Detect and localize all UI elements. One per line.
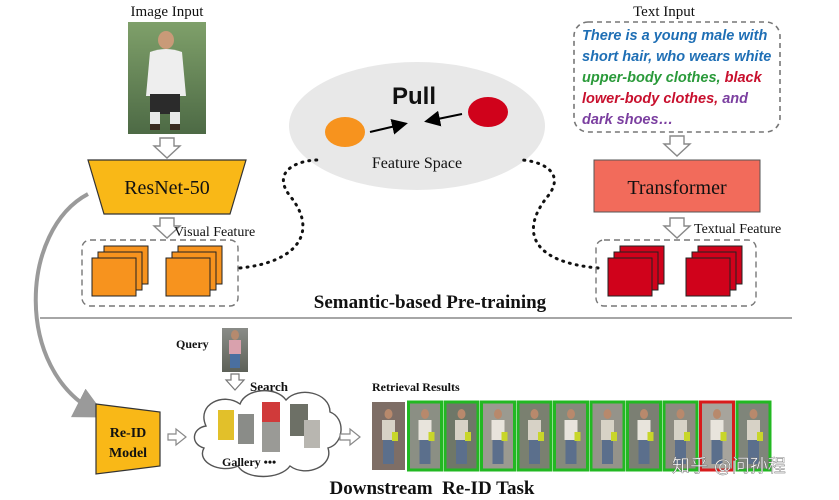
retrieval-result-match — [553, 400, 589, 472]
text-input-segment: There is a young male with — [582, 28, 767, 44]
transfer-curve-arrow — [33, 192, 107, 418]
query-person-photo — [222, 328, 248, 372]
input-person-photo — [128, 22, 206, 134]
watermark: 知乎 @问孙程 — [672, 456, 786, 477]
resnet-block — [87, 159, 247, 215]
dotted-connector-textual — [518, 158, 600, 270]
text-input-lines: There is a young male with short hair, wh… — [582, 28, 771, 128]
text-input-label: Text Input — [633, 4, 696, 20]
right-arrow-reid-gallery — [167, 427, 187, 447]
retrieval-result-match — [443, 400, 480, 472]
textual-feature-box — [595, 239, 757, 307]
retrieval-results-label: Retrieval Results — [372, 380, 460, 394]
visual-feature-stack-2 — [165, 245, 223, 297]
transformer-block — [593, 159, 761, 213]
visual-feature-stack-1 — [91, 245, 149, 297]
down-arrow-query-search — [224, 373, 246, 391]
text-input-line: short hair, who wears white — [582, 49, 771, 65]
retrieval-result-mismatch — [699, 400, 735, 472]
retrieval-results-row — [372, 400, 772, 472]
retrieval-result-match — [516, 400, 553, 472]
retrieval-result-match — [662, 400, 699, 472]
gallery-label: Gallery ••• — [222, 455, 276, 469]
text-input-box — [573, 21, 781, 133]
image-input-label: Image Input — [131, 4, 205, 20]
transformer-label: Transformer — [627, 177, 727, 199]
retrieval-result-match — [480, 400, 516, 472]
pull-arrow-right — [369, 118, 408, 135]
textual-feature-point — [468, 97, 508, 127]
down-arrow-transformer-textual — [662, 217, 692, 239]
retrieval-result-match — [589, 400, 626, 472]
pretraining-title: Semantic-based Pre-training — [314, 292, 547, 313]
feature-space-ellipse — [289, 62, 545, 190]
down-arrow-image-resnet — [152, 137, 182, 159]
pull-arrow-left — [424, 110, 463, 127]
visual-feature-box — [81, 239, 239, 307]
retrieval-result-match — [735, 400, 772, 472]
down-arrow-text-transformer — [662, 135, 692, 157]
visual-feature-point — [325, 117, 365, 147]
text-input-segment: short hair, who wears white — [582, 49, 771, 65]
retrieval-result-match — [407, 400, 443, 472]
textual-feature-label: Textual Feature — [694, 222, 781, 237]
gallery-images — [218, 402, 320, 452]
resnet-label: ResNet-50 — [124, 177, 210, 199]
downstream-title: Downstream Re-ID Task — [330, 478, 535, 499]
reid-model-line1: Re-ID — [110, 426, 147, 441]
text-input-line: upper-body clothes, black — [582, 70, 763, 86]
text-input-segment: black — [725, 70, 763, 86]
feature-space-label: Feature Space — [372, 155, 462, 172]
text-input-segment: and — [722, 91, 749, 107]
visual-feature-label: Visual Feature — [174, 225, 255, 240]
textual-feature-stack-1 — [607, 245, 665, 297]
text-input-line: dark shoes… — [582, 112, 673, 128]
pull-label: Pull — [392, 83, 436, 110]
retrieval-result-match — [626, 400, 662, 472]
reid-model-block — [95, 403, 161, 475]
text-input-line: lower-body clothes, and — [582, 91, 749, 107]
dotted-connector-visual — [238, 158, 320, 270]
textual-feature-stack-2 — [685, 245, 743, 297]
retrieval-result-query — [372, 402, 405, 470]
query-label: Query — [176, 337, 209, 351]
down-arrow-resnet-visual — [152, 217, 182, 239]
text-input-segment: upper-body clothes, — [582, 70, 725, 86]
text-input-segment: lower-body clothes, — [582, 91, 722, 107]
text-input-segment: dark shoes… — [582, 112, 673, 128]
right-arrow-gallery-results — [339, 427, 361, 447]
text-input-line: There is a young male with — [582, 28, 767, 44]
reid-model-line2: Model — [109, 446, 147, 461]
